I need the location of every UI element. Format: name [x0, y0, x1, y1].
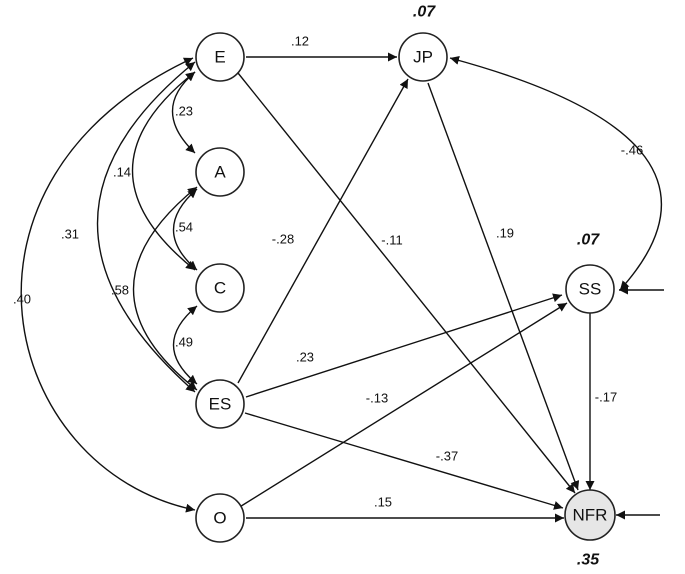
label-es-ss: .23: [296, 350, 314, 365]
path-o-ss: [237, 302, 568, 509]
node-a-label: A: [214, 163, 226, 182]
r2-ss: .07: [577, 232, 600, 249]
node-e-label: E: [214, 48, 225, 67]
path-e-nfr: [237, 72, 576, 494]
label-e-jp: .12: [291, 34, 309, 49]
label-ss-nfr: -.17: [595, 390, 617, 405]
corr-e-es: [96, 61, 196, 393]
label-a-c: .54: [175, 220, 193, 235]
path-es-ss: [245, 293, 563, 398]
label-o-nfr: .15: [374, 495, 392, 510]
label-es-nfr: -.37: [436, 449, 458, 464]
node-a: A: [195, 147, 245, 197]
label-c-es: .49: [175, 335, 193, 350]
node-o-label: O: [213, 509, 226, 528]
label-es-jp: -.28: [272, 232, 294, 247]
path-jp-nfr: [427, 82, 580, 491]
corr-jp-ss-residual: [449, 55, 662, 291]
node-c-label: C: [214, 279, 226, 298]
label-e-o: .40: [13, 292, 31, 307]
node-ss-label: SS: [579, 280, 602, 299]
label-e-nfr: -.11: [381, 233, 402, 248]
corr-a-es: [133, 186, 198, 391]
label-a-es: .58: [111, 283, 129, 298]
corr-e-c: [132, 71, 196, 271]
node-c: C: [195, 263, 245, 313]
node-jp-label: JP: [413, 48, 433, 67]
node-nfr: NFR: [564, 489, 616, 541]
node-jp: JP: [398, 32, 448, 82]
label-e-es: .31: [61, 227, 79, 242]
node-o: O: [195, 493, 245, 543]
label-jp-nfr: .19: [496, 226, 514, 241]
label-e-a: .23: [175, 104, 193, 119]
node-ss: SS: [565, 264, 615, 314]
label-jp-ss-residual: -.46: [621, 143, 643, 158]
node-e: E: [195, 32, 245, 82]
r2-nfr: .35: [577, 552, 600, 569]
node-nfr-label: NFR: [573, 506, 608, 525]
node-es: ES: [195, 379, 245, 429]
node-es-label: ES: [209, 395, 232, 414]
label-o-ss: -.13: [366, 391, 388, 406]
r2-jp: .07: [413, 4, 436, 21]
corr-e-o: [20, 57, 196, 513]
label-e-c: .14: [113, 165, 131, 180]
path-es-jp: [237, 78, 409, 384]
path-es-nfr: [244, 412, 564, 510]
